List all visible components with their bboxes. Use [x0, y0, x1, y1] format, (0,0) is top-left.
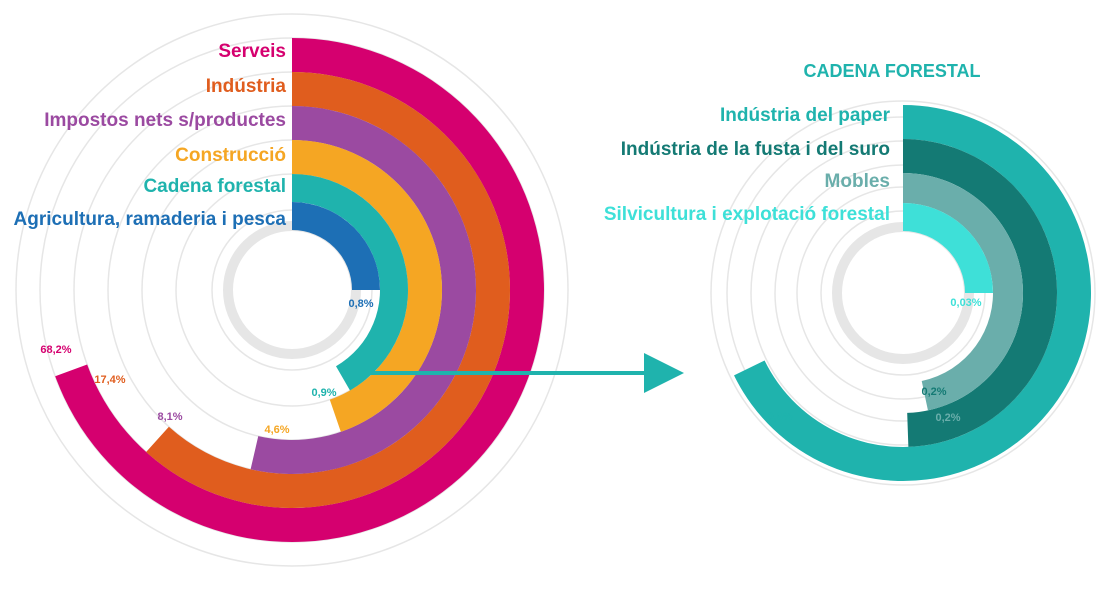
radial-bar-silvicultura-i-explotaci-forestal: [903, 203, 993, 293]
value-label: 0,8%: [348, 298, 373, 310]
radial-bar-impostos-nets-s-productes: [250, 106, 477, 474]
value-label: 8,1%: [157, 411, 182, 423]
chart2-bars: [734, 105, 1091, 481]
chart1-labels: Serveis 68,2% Indústria 17,4% Impostos nets …: [14, 41, 374, 436]
chart2-labels: Indústria del paper 0,6% Indústria de la f…: [604, 105, 982, 424]
series-label: Silvicultura i explotació forestal: [604, 204, 890, 225]
value-label: 68,2%: [40, 344, 71, 356]
series-label: Cadena forestal: [143, 176, 286, 197]
series-label: Serveis: [218, 41, 286, 62]
series-label: Indústria del paper: [720, 105, 891, 126]
value-label: 0,03%: [950, 297, 981, 309]
value-label: 4,6%: [264, 424, 289, 436]
value-label: 0,9%: [311, 387, 336, 399]
radial-bar-cadena-forestal: [292, 174, 408, 391]
radial-bar-mobles: [903, 173, 1024, 411]
radial-bar-ind-stria-de-la-fusta-i-del-suro: [903, 139, 1057, 447]
value-label: 0,2%: [921, 386, 946, 398]
series-label: Agricultura, ramaderia i pesca: [14, 209, 287, 230]
value-label: 0,6%: [767, 411, 792, 423]
chart1-bars: [55, 38, 545, 542]
grid-circle: [15, 13, 569, 567]
series-label: Indústria: [206, 76, 287, 97]
radial-bar-construcci-: [292, 140, 443, 432]
radial-bar-ind-stria: [146, 72, 511, 509]
value-label: 17,4%: [94, 374, 125, 386]
grid-circle: [710, 100, 1096, 486]
radial-bar-agricultura-ramaderia-i-pesca: [292, 202, 380, 290]
value-label: 0,2%: [935, 412, 960, 424]
series-label: Indústria de la fusta i del suro: [621, 139, 890, 160]
series-label: Impostos nets s/productes: [44, 110, 286, 131]
series-label: Construcció: [175, 145, 286, 166]
chart2-title: CADENA FORESTAL: [804, 61, 981, 81]
series-label: Mobles: [825, 171, 890, 192]
